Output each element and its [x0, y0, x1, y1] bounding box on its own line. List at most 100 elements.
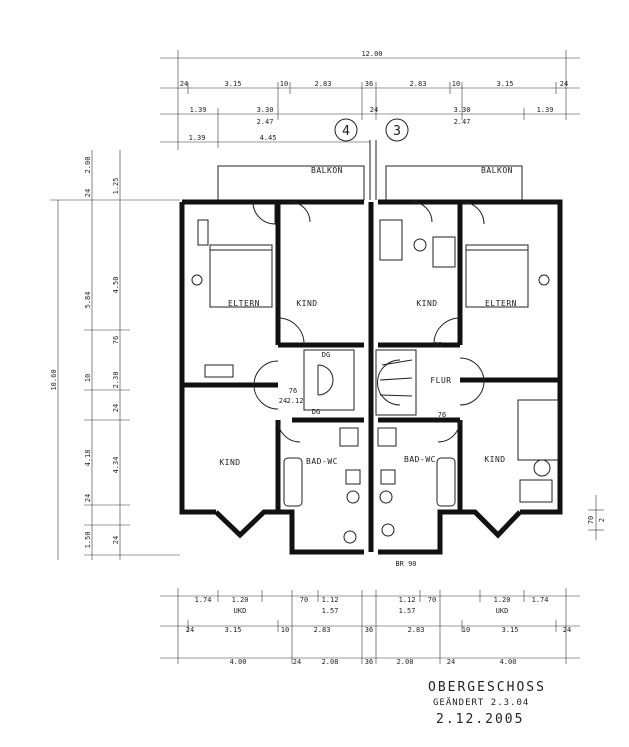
dim-bot-r3-3: 36	[365, 658, 373, 666]
room-balkon-right: BALKON	[481, 166, 513, 175]
stair-212: 2.12	[287, 397, 304, 405]
walls	[179, 199, 563, 555]
dim-bot-r3-2: 2.08	[322, 658, 339, 666]
br-label: BR 90	[395, 560, 416, 568]
dim-bot-r3-5: 24	[447, 658, 455, 666]
dim-top-r1-6: 10	[452, 80, 460, 88]
dim-right-1: 2	[598, 518, 606, 522]
furniture	[191, 219, 559, 544]
dim-top-total: 12.00	[361, 50, 382, 58]
stair-dg-top: DG	[322, 351, 330, 359]
dim-top-r2-4: 1.39	[537, 106, 554, 114]
dim-top-r2-sub-0: 2.47	[257, 118, 274, 126]
balconies: BALKON BALKON	[217, 140, 523, 201]
dim-bot-r2-5: 2.83	[408, 626, 425, 634]
dim-left-13: 24	[112, 536, 120, 544]
dim-bot-r1-6: 1.20	[494, 596, 511, 604]
dim-bot-r1-5: 70	[428, 596, 436, 604]
house-number-markers: 4 3	[334, 118, 409, 142]
house-number-3: 3	[393, 124, 401, 139]
dim-bot-r2-2: 10	[281, 626, 289, 634]
room-eltern-left: ELTERN	[228, 299, 260, 308]
dim-right-0: 70	[587, 516, 595, 524]
stair-76-right: 76	[438, 411, 446, 419]
room-bad-right: BAD-WC	[404, 455, 436, 464]
dim-bot-r1-0: 1.74	[195, 596, 212, 604]
stair-89: 89	[434, 341, 442, 349]
dim-bot-r3-1: 24	[293, 658, 301, 666]
dim-bot-r3-0: 4.00	[230, 658, 247, 666]
door-swings	[252, 201, 485, 443]
dim-top-r1-8: 24	[560, 80, 568, 88]
dim-left-9: 4.18	[84, 450, 92, 467]
room-flur: FLUR	[430, 376, 451, 385]
dim-left-4: 5.84	[84, 292, 92, 309]
dim-left-8: 24	[112, 404, 120, 412]
dim-bot-sub-3: UKD	[496, 607, 509, 615]
dim-top-r2-1: 3.30	[257, 106, 274, 114]
dim-top-r1-1: 3.15	[225, 80, 242, 88]
dim-top-r1-3: 2.83	[315, 80, 332, 88]
room-kind-2: KIND	[416, 299, 437, 308]
right-dimension: 70 2	[587, 495, 606, 540]
dim-bot-sub-0: UKD	[234, 607, 247, 615]
dim-left-total: 10.60	[50, 369, 58, 390]
dim-top-r2-0: 1.39	[190, 106, 207, 114]
dim-bot-r2-4: 36	[365, 626, 373, 634]
room-kind-1: KIND	[296, 299, 317, 308]
dim-top-r1-0: 24	[180, 80, 188, 88]
dim-bot-r2-0: 24	[186, 626, 194, 634]
stair-24: 24	[279, 397, 287, 405]
stair-dg-bottom: DG	[312, 408, 320, 416]
bottom-dimension-chains: 1.74 1.20 70 1.12 1.12 70 1.20 1.74 UKD …	[160, 588, 580, 666]
top-dimension-chains: 12.00 24 3.15 10 2.83 36 2.83 10 3.15 24…	[160, 50, 580, 150]
dim-bot-r2-6: 10	[462, 626, 470, 634]
dim-left-1: 24	[84, 189, 92, 197]
dim-top-r2-2: 24	[370, 106, 378, 114]
room-kind-right-lower: KIND	[484, 455, 505, 464]
stair-76: 76	[289, 387, 297, 395]
dim-bot-sub-1: 1.57	[322, 607, 339, 615]
stair-annotations: DG DG 76 2.12 24 89 76 BR 90	[279, 341, 446, 568]
dim-left-11: 24	[84, 494, 92, 502]
dim-top-r3-0: 1.39	[189, 134, 206, 142]
room-bad-left: BAD-WC	[306, 457, 338, 466]
dim-left-12: 1.50	[84, 532, 92, 549]
house-number-4: 4	[342, 124, 350, 139]
drawing-date: 2.12.2005	[436, 712, 525, 727]
dim-left-5: 76	[112, 336, 120, 344]
dim-bot-r1-3: 1.12	[322, 596, 339, 604]
dim-bot-r3-4: 2.08	[397, 658, 414, 666]
left-dimension-chains: 10.60 2.00 24 1.25 4.50 5.84 76 10 2.30 …	[50, 150, 180, 560]
dim-top-r2-sub-1: 2.47	[454, 118, 471, 126]
dim-bot-r2-8: 24	[563, 626, 571, 634]
dim-left-3: 4.50	[112, 277, 120, 294]
dim-top-r3-1: 4.45	[260, 134, 277, 142]
drawing-title: OBERGESCHOSS	[428, 680, 546, 695]
dim-bot-r1-1: 1.20	[232, 596, 249, 604]
dim-left-6: 10	[84, 374, 92, 382]
dim-left-10: 4.34	[112, 457, 120, 474]
dim-top-r1-7: 3.15	[497, 80, 514, 88]
room-eltern-right: ELTERN	[485, 299, 517, 308]
room-balkon-left: BALKON	[311, 166, 343, 175]
dim-bot-r3-6: 4.00	[500, 658, 517, 666]
dim-top-r1-5: 2.83	[410, 80, 427, 88]
room-labels: ELTERN KIND KIND ELTERN KIND KIND BAD-WC…	[219, 299, 517, 467]
dim-bot-r1-4: 1.12	[399, 596, 416, 604]
dim-left-0: 2.00	[84, 157, 92, 174]
dim-top-r2-3: 3.30	[454, 106, 471, 114]
dim-bot-r2-7: 3.15	[502, 626, 519, 634]
dim-top-r1-4: 36	[365, 80, 373, 88]
dim-left-7: 2.30	[112, 372, 120, 389]
dim-bot-r1-2: 70	[300, 596, 308, 604]
dim-top-r1-2: 10	[280, 80, 288, 88]
dim-bot-sub-2: 1.57	[399, 607, 416, 615]
dim-bot-r2-1: 3.15	[225, 626, 242, 634]
changed-date: GEÄNDERT 2.3.04	[433, 698, 530, 708]
room-kind-left-lower: KIND	[219, 458, 240, 467]
dim-bot-r1-7: 1.74	[532, 596, 549, 604]
dim-bot-r2-3: 2.83	[314, 626, 331, 634]
dim-left-2: 1.25	[112, 178, 120, 195]
